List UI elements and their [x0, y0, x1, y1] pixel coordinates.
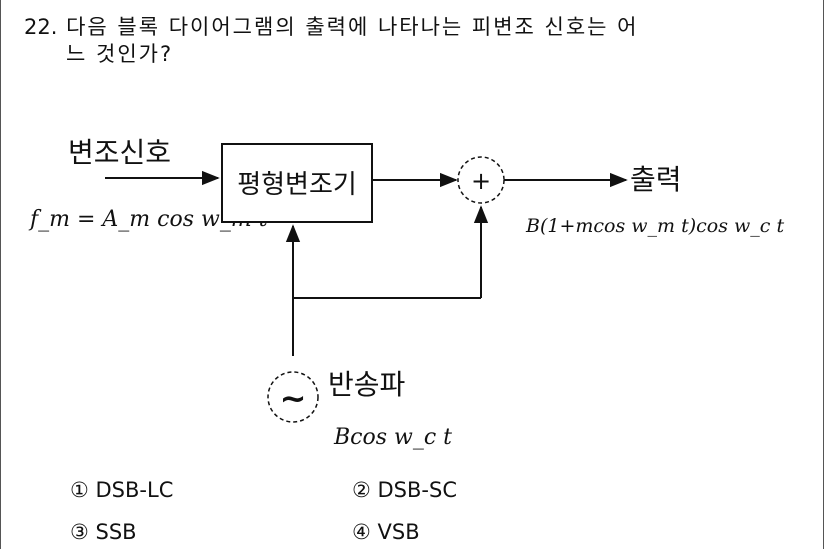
- question-number: 22.: [24, 15, 58, 39]
- choice-3-text: SSB: [95, 520, 137, 544]
- adder-symbol: +: [471, 167, 491, 195]
- question-text: 22. 다음 블록 다이어그램의 출력에 나타나는 피변조 신호는 어 느 것인…: [24, 14, 784, 68]
- carrier-source-circle: [267, 371, 319, 423]
- question-line-2: 느 것인가?: [66, 42, 174, 66]
- choice-4-marker: ④: [352, 520, 371, 544]
- choice-3-marker: ③: [70, 520, 89, 544]
- carrier-symbol: ~: [280, 379, 307, 417]
- choice-1-text: DSB-LC: [95, 478, 174, 502]
- choice-4[interactable]: ④ VSB: [352, 520, 420, 544]
- choice-3[interactable]: ③ SSB: [70, 520, 137, 544]
- input-label: 변조신호: [68, 136, 171, 169]
- choice-1[interactable]: ① DSB-LC: [70, 478, 173, 502]
- choice-2[interactable]: ② DSB-SC: [352, 478, 457, 502]
- carrier-formula: Bcos w_c t: [333, 425, 452, 450]
- modulator-label: 평형변조기: [237, 170, 357, 200]
- choice-2-marker: ②: [352, 478, 371, 502]
- output-label: 출력: [630, 163, 682, 196]
- question-line-1: 다음 블록 다이어그램의 출력에 나타나는 피변조 신호는 어: [66, 15, 639, 39]
- modulator-block: [221, 143, 373, 223]
- choice-2-text: DSB-SC: [377, 478, 457, 502]
- carrier-label: 반송파: [328, 368, 405, 401]
- output-formula: B(1+mcos w_m t)cos w_c t: [525, 215, 784, 237]
- choice-4-text: VSB: [377, 520, 420, 544]
- choice-1-marker: ①: [70, 478, 89, 502]
